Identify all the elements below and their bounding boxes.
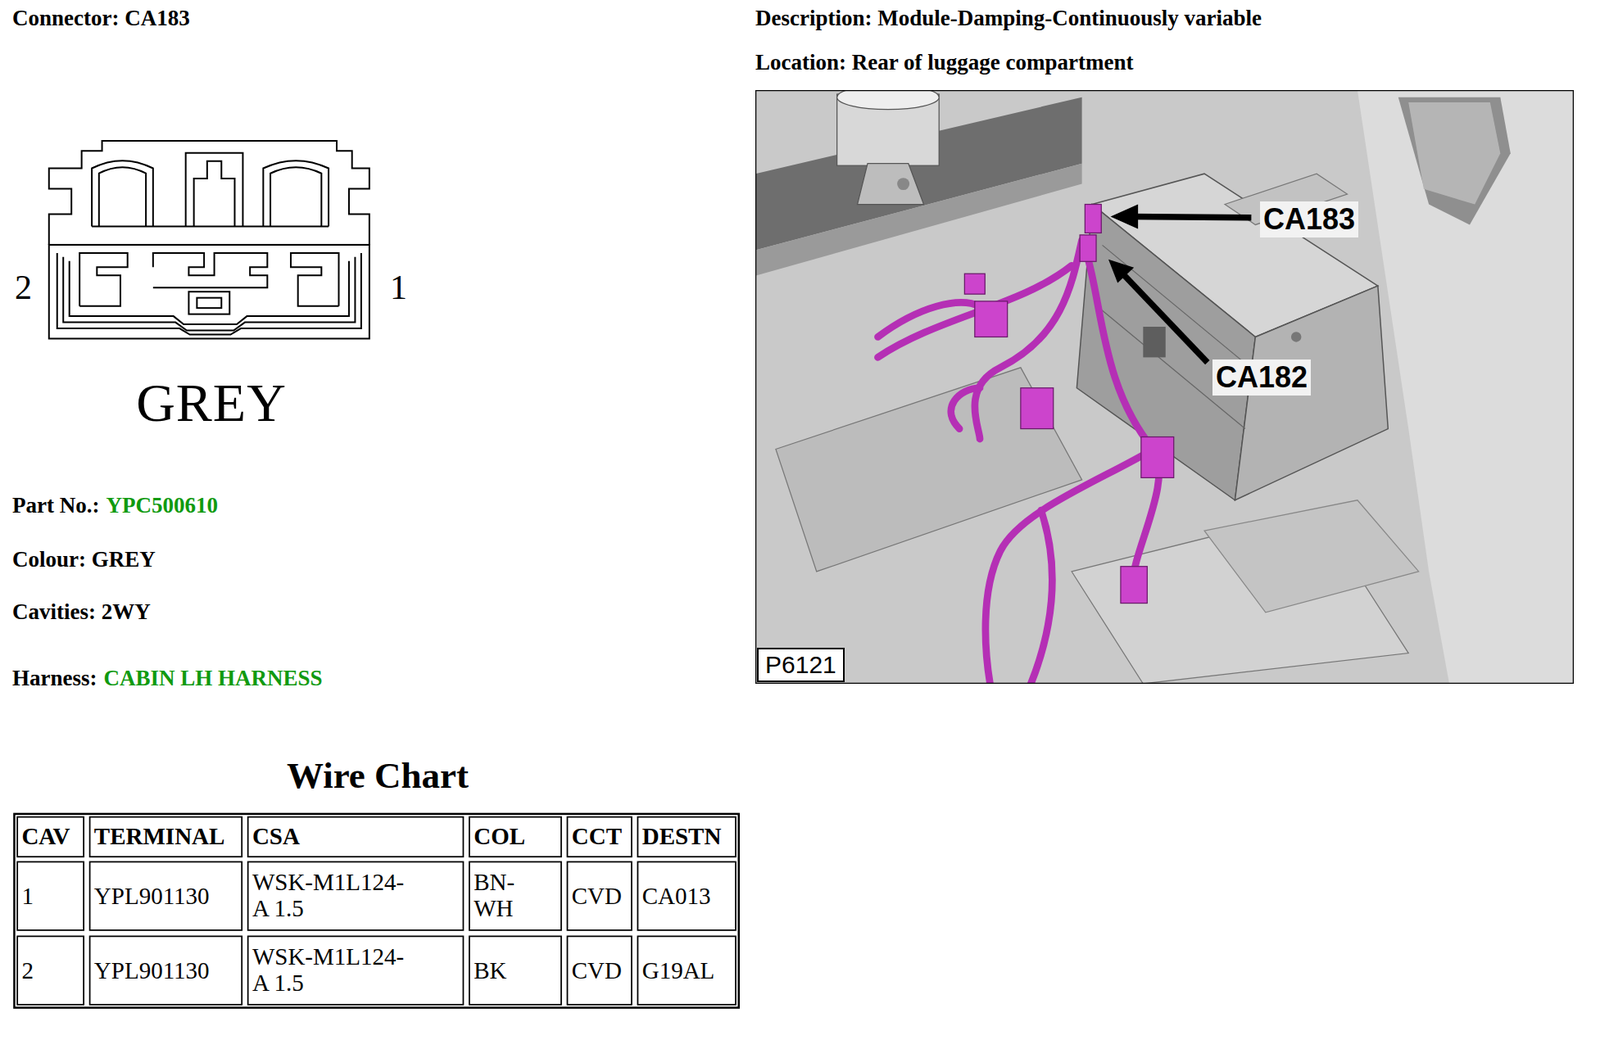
pin-number: 1 [389,267,408,309]
callout-label: CA182 [1212,359,1311,395]
field-label: Part No.: [12,492,100,519]
figure-id: P6121 [765,650,837,680]
table-header: CSA [252,822,300,852]
field-label: Harness: [12,665,98,692]
table-header: TERMINAL [94,822,226,852]
header-text: Connector: CA183 [12,4,191,32]
table-cell: WSK-M1L124-A 1.5 [252,870,417,923]
table-header: DESTN [642,822,722,852]
table-header: CCT [571,822,622,852]
field-value: CABIN LH HARNESS [104,665,323,692]
table-cell: 2 [21,956,34,986]
table-title: Wire Chart [286,753,469,798]
color-label: GREY [135,370,287,436]
table-header: COL [473,822,526,852]
field-value: YPC500610 [105,492,218,519]
table-cell: G19AL [642,956,716,986]
table-cell: CA013 [642,882,712,912]
table-cell: WSK-M1L124-A 1.5 [252,944,417,998]
table-cell: BN- WH [473,870,525,923]
figure-id-box: P6121 [756,648,845,683]
location-illustration [755,90,1574,685]
field-label: Cavities: 2WY [12,598,151,626]
table-cell: BK [473,956,507,986]
pin-number: 2 [14,267,32,309]
table-cell: 1 [21,882,34,912]
table-cell: YPL901130 [94,882,210,912]
table-cell: YPL901130 [94,956,210,986]
header-text: Location: Rear of luggage compartment [755,49,1134,76]
table-header: CAV [21,822,70,852]
table-cell: CVD [571,956,622,986]
field-label: Colour: GREY [12,546,156,573]
header-text: Description: Module-Damping-Continuously… [755,4,1262,32]
table-cell: CVD [571,882,622,912]
callout-label: CA183 [1260,201,1359,237]
